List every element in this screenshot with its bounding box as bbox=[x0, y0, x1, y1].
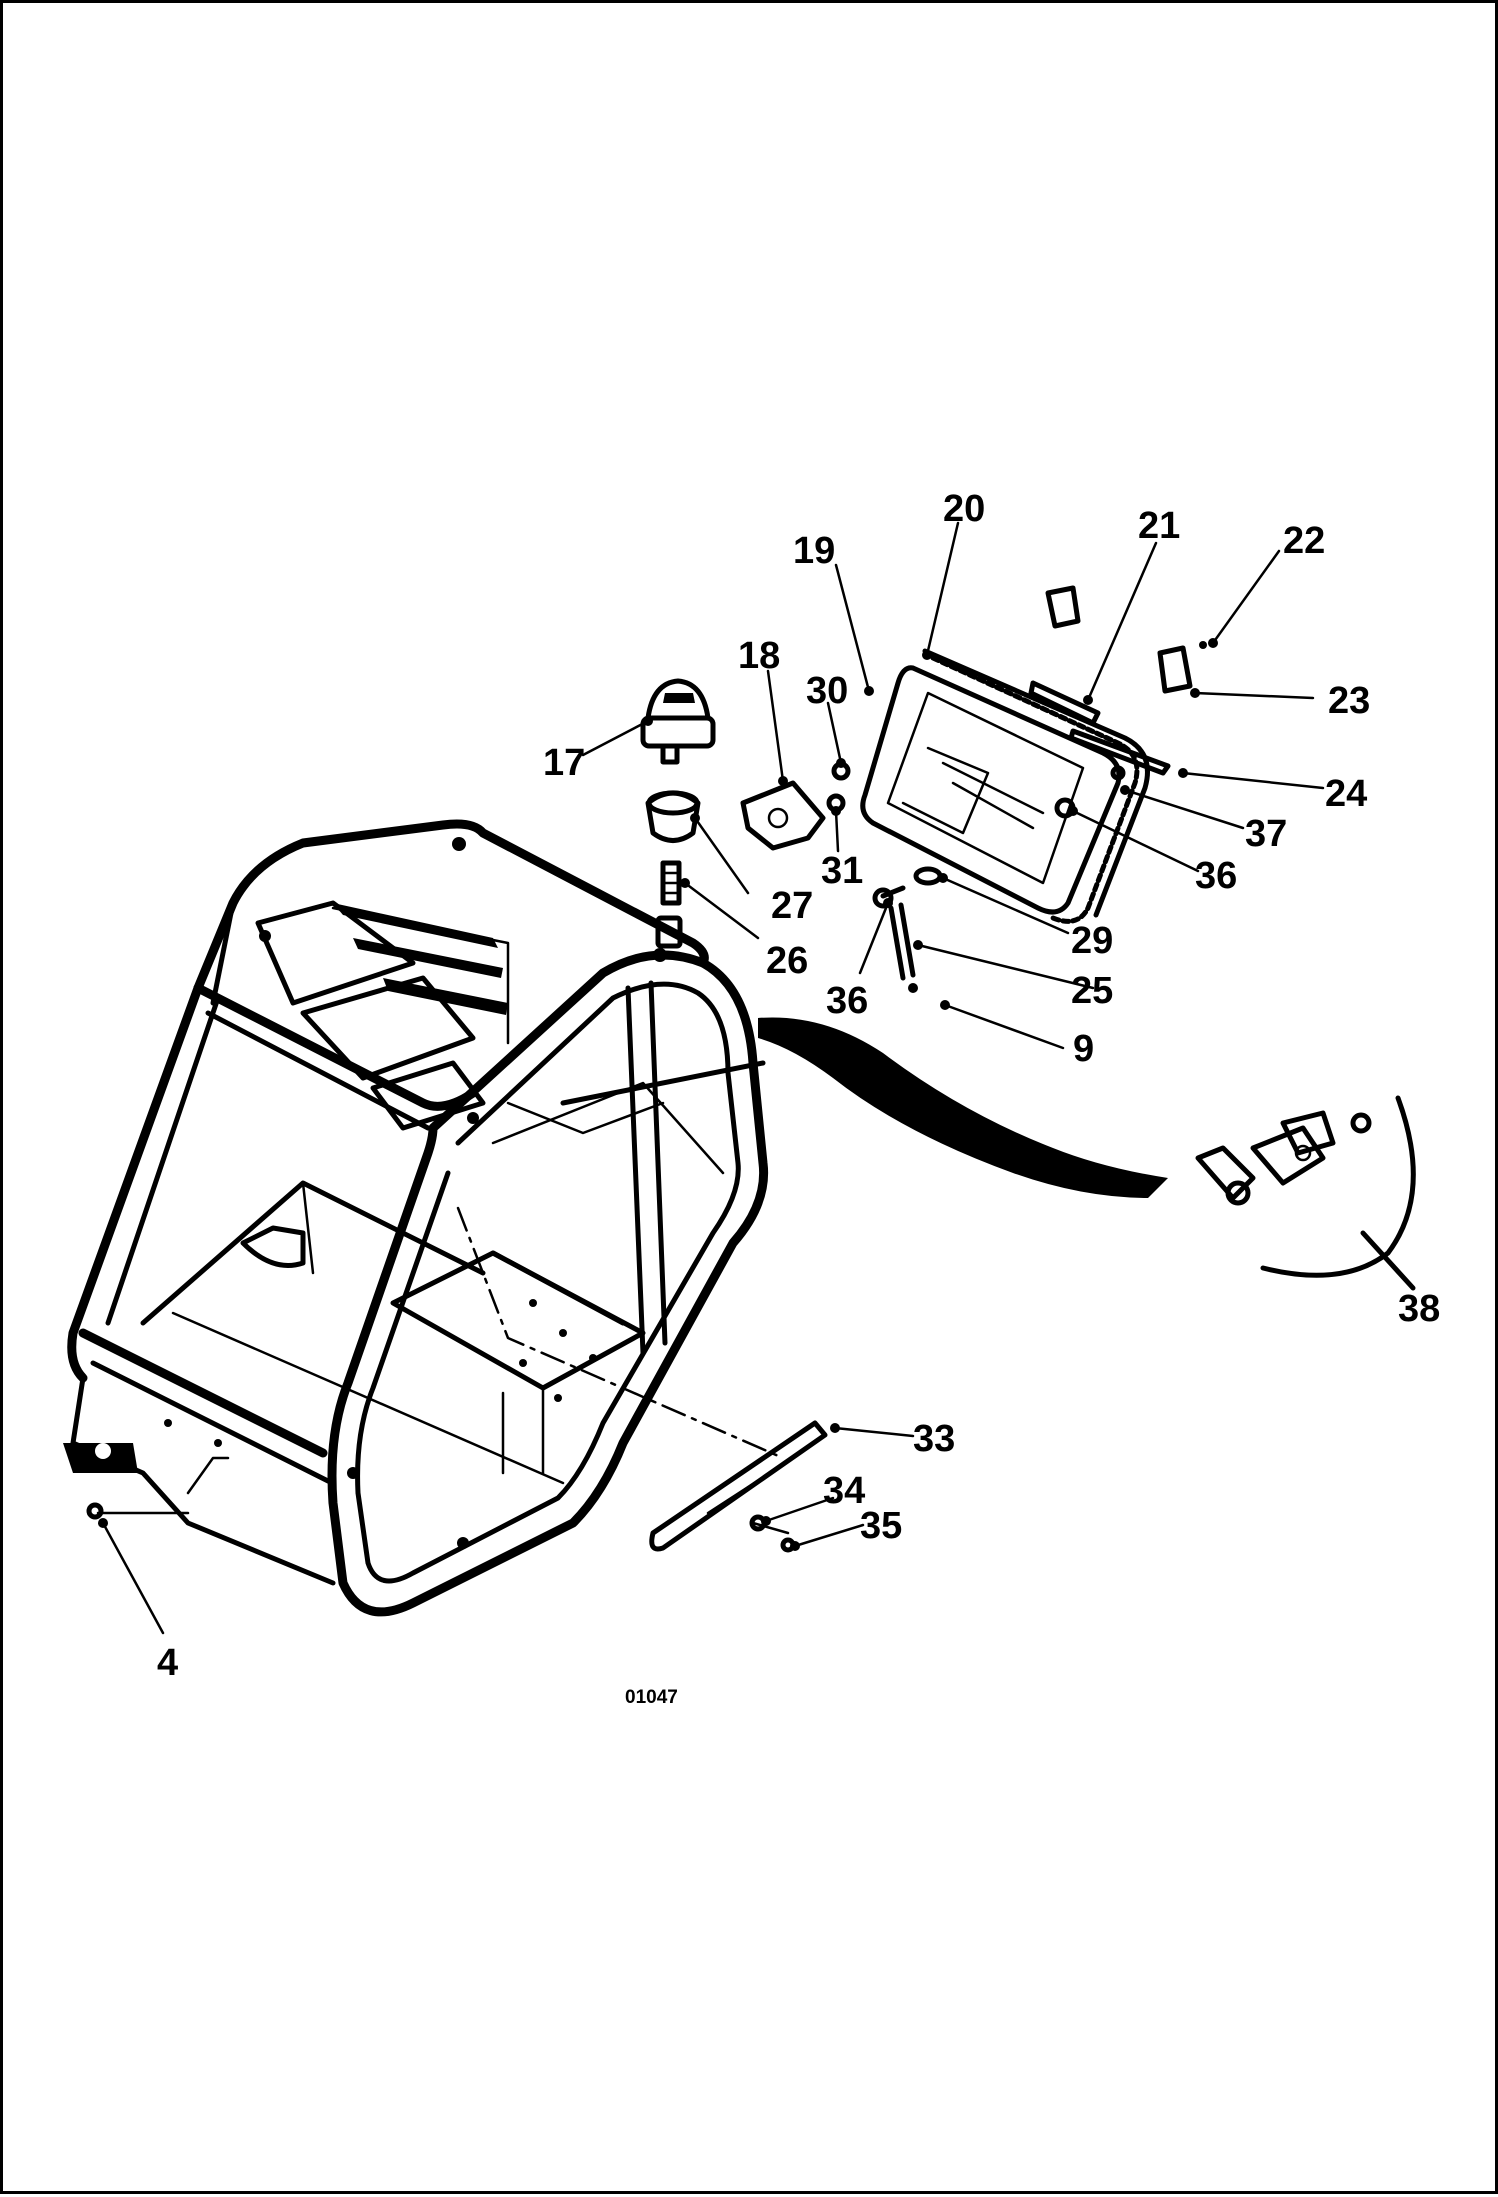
bolt-4 bbox=[86, 1502, 104, 1520]
rear-window bbox=[860, 648, 1150, 924]
exploded-view-diagram: 4 9 17 18 19 20 21 22 23 24 25 26 27 29 … bbox=[63, 488, 1440, 1708]
latch-detail bbox=[758, 1017, 1416, 1291]
figure-code: 01047 bbox=[625, 1687, 678, 1708]
screw-37 bbox=[1110, 765, 1126, 781]
callout-21: 21 bbox=[1138, 505, 1180, 547]
callout-4: 4 bbox=[157, 1642, 178, 1684]
callout-17: 17 bbox=[543, 742, 585, 784]
beacon-mount bbox=[645, 790, 701, 949]
callout-labels: 4 9 17 18 19 20 21 22 23 24 25 26 27 29 … bbox=[157, 488, 1440, 1708]
callout-23: 23 bbox=[1328, 680, 1370, 722]
callout-36-right: 36 bbox=[1195, 855, 1237, 897]
callout-27: 27 bbox=[771, 885, 813, 927]
callout-9: 9 bbox=[1073, 1028, 1094, 1070]
cab-frame bbox=[63, 819, 769, 1617]
callout-25: 25 bbox=[1071, 970, 1113, 1012]
callout-34: 34 bbox=[823, 1470, 865, 1512]
callout-29: 29 bbox=[1071, 920, 1113, 962]
callout-20: 20 bbox=[943, 488, 985, 530]
callout-35: 35 bbox=[860, 1505, 902, 1547]
callout-31: 31 bbox=[821, 850, 863, 892]
callout-19: 19 bbox=[793, 530, 835, 572]
wiper-motor bbox=[740, 780, 826, 851]
wiper-arm bbox=[1028, 680, 1171, 776]
callout-24: 24 bbox=[1325, 773, 1367, 815]
callout-26: 26 bbox=[766, 940, 808, 982]
callout-36-left: 36 bbox=[826, 980, 868, 1022]
callout-33: 33 bbox=[913, 1418, 955, 1460]
callout-18: 18 bbox=[738, 635, 780, 677]
callout-38: 38 bbox=[1398, 1288, 1440, 1330]
washer-nozzle bbox=[1045, 585, 1207, 694]
gas-strut bbox=[872, 866, 943, 993]
grab-handle bbox=[649, 1420, 828, 1553]
roof-grille bbox=[255, 900, 510, 1131]
callout-22: 22 bbox=[1283, 520, 1325, 562]
callout-30: 30 bbox=[806, 670, 848, 712]
assembly-lines bbox=[96, 1206, 790, 1535]
beacon-lamp bbox=[640, 678, 716, 765]
callout-37: 37 bbox=[1245, 813, 1287, 855]
leader-lines bbox=[98, 521, 1325, 1635]
